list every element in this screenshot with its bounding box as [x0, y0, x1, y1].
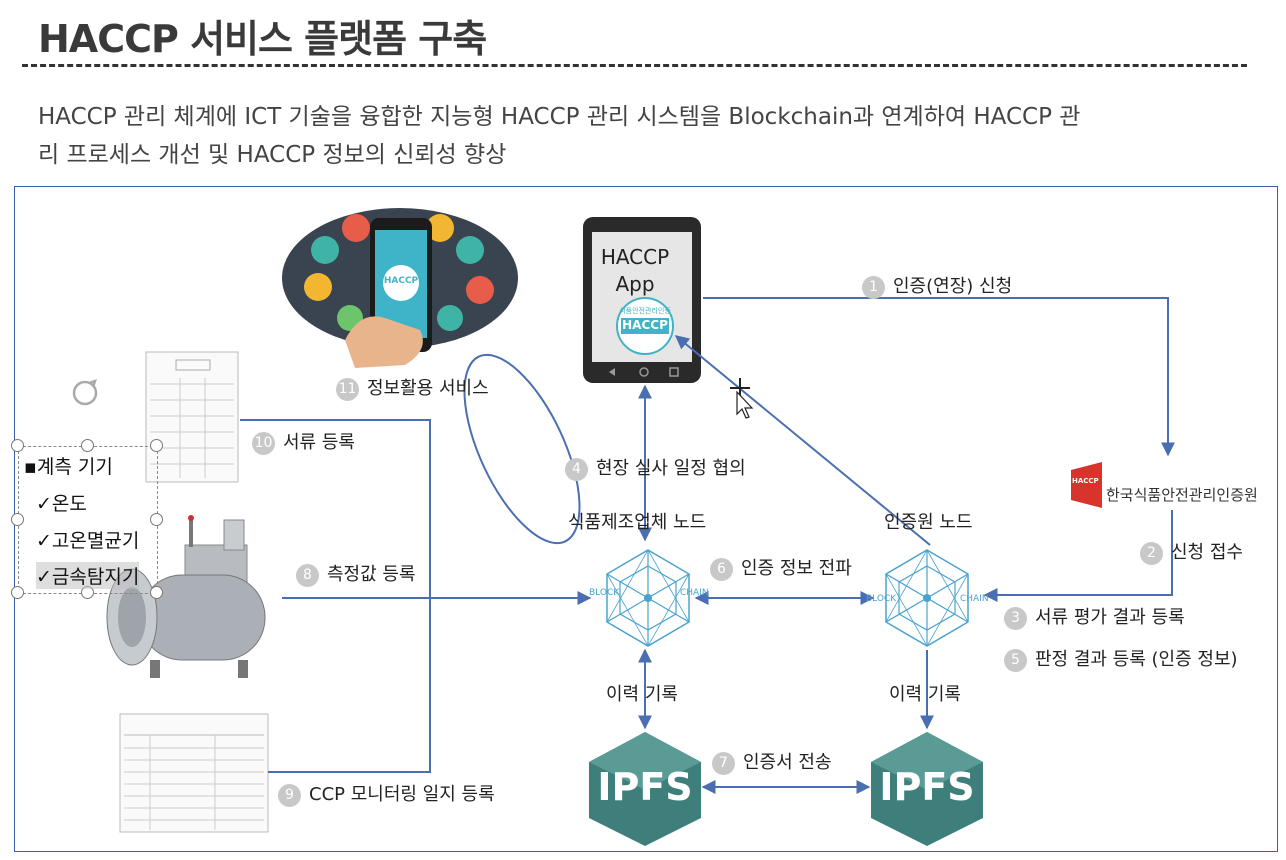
- step-3: 3 서류 평가 결과 등록: [1004, 603, 1185, 630]
- chain-left-label-1: CHAIN: [680, 588, 709, 598]
- ipfs-right-label: IPFS: [879, 765, 975, 809]
- resize-handle-tr[interactable]: [150, 439, 163, 452]
- step-7: 7 인증서 전송: [712, 748, 832, 775]
- measurement-item-temperature: ✓온도: [36, 493, 87, 515]
- step-10-label: 서류 등록: [283, 432, 355, 453]
- org-name: 한국식품안전관리인증원: [1106, 486, 1258, 504]
- haccp-badge-top: 식품안전관리인증: [619, 307, 671, 315]
- step-9-number: 9: [278, 783, 301, 807]
- step-11-label: 정보활용 서비스: [367, 378, 489, 399]
- step-1-label: 인증(연장) 신청: [893, 276, 1013, 297]
- step-1: 1 인증(연장) 신청: [862, 272, 1012, 299]
- title-divider: [22, 64, 1247, 67]
- step-2: 2 신청 접수: [1140, 538, 1243, 565]
- step-9-label: CCP 모니터링 일지 등록: [309, 784, 495, 805]
- step-4-label: 현장 실사 일정 협의: [596, 458, 746, 479]
- subtitle-line-2: 리 프로세스 개선 및 HACCP 정보의 신뢰성 향상: [38, 142, 507, 168]
- resize-handle-br[interactable]: [150, 586, 163, 599]
- history-record-right: 이력 기록: [889, 684, 961, 705]
- step-6-number: 6: [710, 557, 733, 581]
- step-5: 5 판정 결과 등록 (인증 정보): [1004, 645, 1238, 672]
- step-6: 6 인증 정보 전파: [710, 554, 852, 581]
- step-8-label: 측정값 등록: [327, 564, 416, 585]
- history-record-left: 이력 기록: [606, 684, 678, 705]
- step-10-number: 10: [252, 431, 275, 455]
- step-8: 8 측정값 등록: [296, 560, 416, 587]
- step-9: 9 CCP 모니터링 일지 등록: [278, 780, 495, 807]
- step-2-number: 2: [1140, 541, 1163, 565]
- ipfs-left-label: IPFS: [597, 765, 693, 809]
- measurement-title: ▪계측 기기: [24, 456, 113, 478]
- chain-right-label-2: CHAIN: [960, 594, 989, 604]
- step-3-number: 3: [1004, 606, 1027, 630]
- step-1-number: 1: [862, 275, 885, 299]
- step-7-number: 7: [712, 751, 735, 775]
- move-cursor-icon: [730, 378, 754, 419]
- resize-handle-tl[interactable]: [11, 439, 24, 452]
- phone-app-line2: App: [615, 272, 655, 296]
- resize-handle-ml[interactable]: [11, 513, 24, 526]
- resize-handle-bl[interactable]: [11, 586, 24, 599]
- step-3-label: 서류 평가 결과 등록: [1035, 607, 1185, 628]
- manufacturer-node-label: 식품제조업체 노드: [568, 512, 707, 533]
- org-logo-icon: [1071, 462, 1102, 508]
- haccp-badge-main: HACCP: [622, 318, 668, 332]
- step-4: 4 현장 실사 일정 협의: [565, 454, 746, 481]
- subtitle-line-1: HACCP 관리 체계에 ICT 기술을 융합한 지능형 HACCP 관리 시스…: [38, 104, 1081, 130]
- oval-phone-haccp-label: HACCP: [383, 276, 419, 286]
- block-left-label-2: BLOCK: [866, 594, 897, 604]
- rotate-handle-icon[interactable]: [72, 379, 98, 406]
- page-title: HACCP 서비스 플랫폼 구축: [38, 17, 487, 61]
- step-5-number: 5: [1004, 648, 1027, 672]
- step-11: 11 정보활용 서비스: [336, 374, 489, 401]
- flow-arrows: [240, 297, 1175, 794]
- step-8-number: 8: [296, 563, 319, 587]
- resize-handle-mr[interactable]: [150, 513, 163, 526]
- block-left-label-1: BLOCK: [589, 588, 620, 598]
- step-10: 10 서류 등록: [252, 428, 355, 455]
- measurement-item-sterilizer: ✓고온멸균기: [36, 530, 140, 552]
- document-form-illustration: [145, 351, 239, 483]
- ipfs-left-cube: [589, 732, 701, 846]
- resize-handle-tm[interactable]: [81, 439, 94, 452]
- step-11-number: 11: [336, 377, 359, 401]
- phone-app-line1: HACCP: [600, 245, 670, 269]
- certifier-node-label: 인증원 노드: [884, 512, 973, 533]
- food-service-illustration: [282, 208, 518, 368]
- measurement-item-metal-detector: ✓금속탐지기: [36, 562, 140, 589]
- step-4-number: 4: [565, 457, 588, 481]
- step-5-label: 판정 결과 등록 (인증 정보): [1035, 649, 1238, 670]
- step-6-label: 인증 정보 전파: [741, 558, 852, 579]
- ipfs-right-cube: [871, 732, 983, 846]
- phone-screen-text: HACCP App: [592, 244, 678, 298]
- step-7-label: 인증서 전송: [743, 752, 832, 773]
- step-2-label: 신청 접수: [1171, 542, 1243, 563]
- phone-device: [583, 217, 701, 383]
- certifier-block-node: [885, 549, 969, 647]
- ccp-log-illustration: [119, 713, 269, 833]
- manufacturer-block-node: [606, 549, 690, 647]
- org-logo-text: HACCP: [1072, 477, 1099, 485]
